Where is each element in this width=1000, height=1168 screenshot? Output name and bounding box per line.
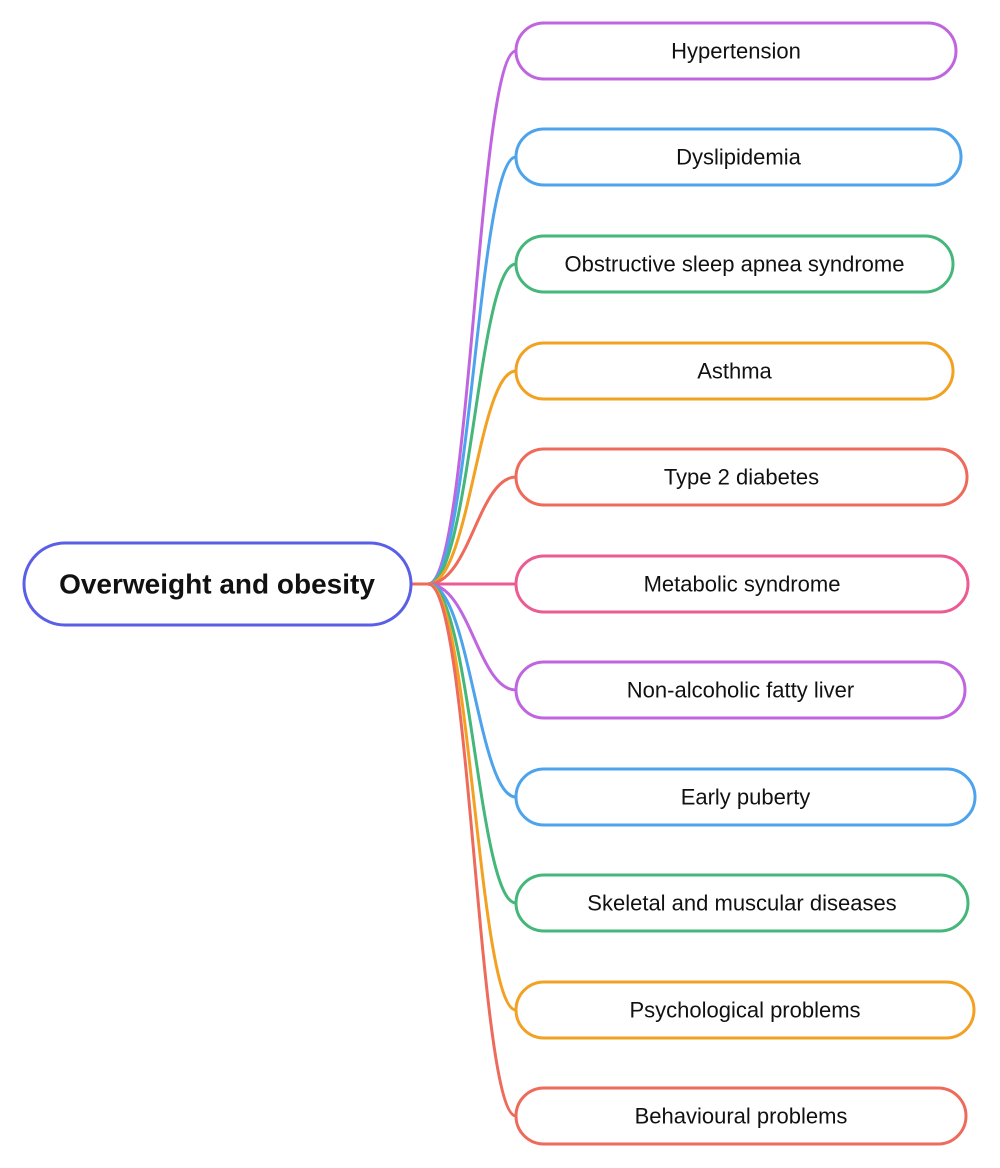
branch-node-box [514, 341, 955, 401]
branch-node[interactable]: Metabolic syndrome [514, 554, 970, 614]
branch-node-box [514, 21, 958, 81]
branch-node-box [514, 554, 970, 614]
branch-node-label: Early puberty [681, 785, 811, 810]
mindmap-edges [409, 49, 518, 1118]
connector-10 [409, 582, 518, 1118]
branch-node-label: Behavioural problems [635, 1104, 848, 1129]
connector-1 [409, 155, 518, 586]
branch-node-label: Non-alcoholic fatty liver [627, 678, 854, 703]
branch-node-box [514, 234, 955, 294]
root-node-box [22, 541, 413, 627]
branch-node[interactable]: Skeletal and muscular diseases [514, 873, 970, 933]
root-node-label: Overweight and obesity [59, 569, 375, 600]
branch-node-label: Asthma [697, 359, 772, 384]
branch-node-label: Metabolic syndrome [644, 572, 841, 597]
branch-node-box [514, 980, 976, 1040]
branch-node-box [514, 1086, 968, 1146]
branch-node-label: Dyslipidemia [676, 145, 801, 170]
connector-2 [409, 262, 518, 586]
connector-3 [409, 369, 518, 586]
branch-node-label: Psychological problems [629, 998, 860, 1023]
branch-node[interactable]: Hypertension [514, 21, 958, 81]
branch-node-box [514, 873, 970, 933]
branch-node-box [514, 767, 977, 827]
branch-node[interactable]: Psychological problems [514, 980, 976, 1040]
branch-node-box [514, 447, 969, 507]
branch-node[interactable]: Asthma [514, 341, 955, 401]
branch-node-box [514, 660, 967, 720]
branch-node-box [514, 127, 963, 187]
branch-node[interactable]: Behavioural problems [514, 1086, 968, 1146]
branch-node[interactable]: Non-alcoholic fatty liver [514, 660, 967, 720]
branch-node-label: Obstructive sleep apnea syndrome [565, 252, 905, 277]
branch-node[interactable]: Early puberty [514, 767, 977, 827]
branch-node-label: Hypertension [671, 39, 801, 64]
branch-node-label: Skeletal and muscular diseases [587, 891, 896, 916]
branch-node[interactable]: Obstructive sleep apnea syndrome [514, 234, 955, 294]
connector-0 [409, 49, 518, 586]
branch-node-label: Type 2 diabetes [664, 465, 819, 490]
branch-node[interactable]: Dyslipidemia [514, 127, 963, 187]
root-node[interactable]: Overweight and obesity [22, 541, 413, 627]
branch-node[interactable]: Type 2 diabetes [514, 447, 969, 507]
